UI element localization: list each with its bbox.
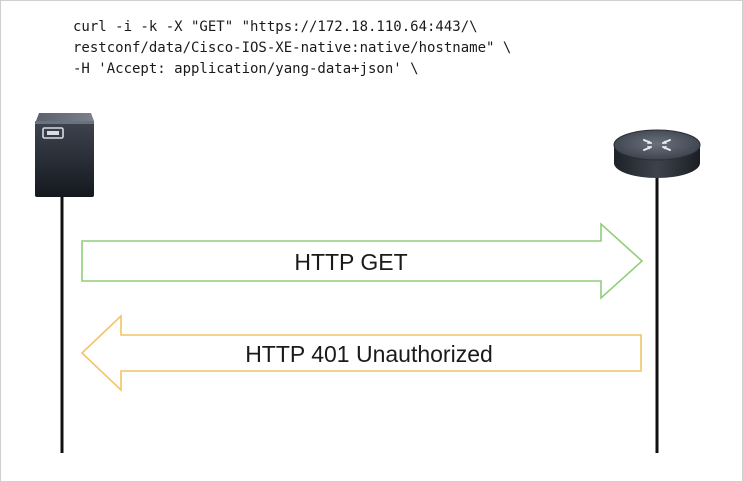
command-line-1: curl -i -k -X "GET" "https://172.18.110.… — [73, 19, 478, 35]
command-line-3: -H 'Accept: application/yang-data+json' … — [73, 61, 419, 77]
response-label: HTTP 401 Unauthorized — [245, 341, 493, 367]
server-icon — [35, 113, 94, 197]
request-arrow — [81, 222, 644, 300]
request-label: HTTP GET — [294, 249, 407, 275]
curl-command: curl -i -k -X "GET" "https://172.18.110.… — [73, 17, 511, 80]
router-icon — [613, 129, 701, 178]
command-line-2: restconf/data/Cisco-IOS-XE-native:native… — [73, 40, 512, 56]
response-arrow — [80, 314, 642, 392]
